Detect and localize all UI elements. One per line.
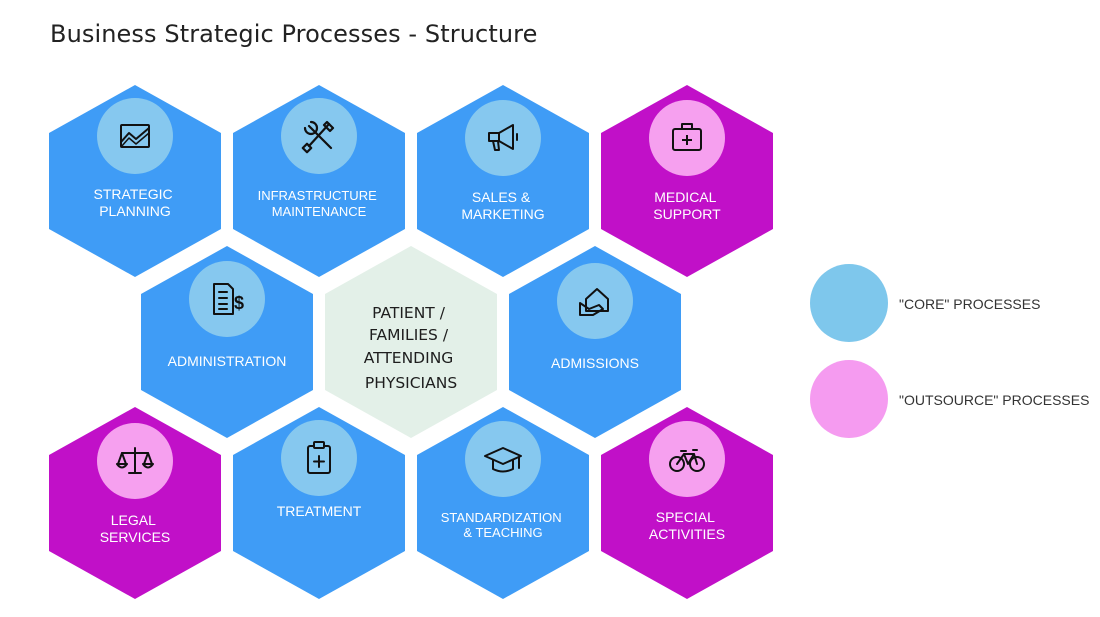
legend-label: "CORE" PROCESSES bbox=[899, 296, 1040, 312]
hex-legal-services[interactable]: LEGAL SERVICES bbox=[49, 407, 221, 599]
hex-administration[interactable]: $ ADMINISTRATION bbox=[141, 246, 313, 438]
hex-shape bbox=[233, 85, 405, 277]
center-label-line: FAMILIES / bbox=[369, 326, 449, 344]
hex-shape bbox=[141, 246, 313, 438]
hex-center-patient: PATIENT / FAMILIES / ATTENDING PHYSICIAN… bbox=[325, 246, 497, 438]
hex-label: STANDARDIZATION & TEACHING bbox=[441, 510, 565, 540]
hex-label-line: SUPPORT bbox=[653, 206, 721, 222]
svg-text:$: $ bbox=[234, 293, 244, 313]
legend-label: "OUTSOURCE" PROCESSES bbox=[899, 392, 1089, 408]
center-label-line: PHYSICIANS bbox=[365, 374, 457, 392]
hex-label-line: STANDARDIZATION bbox=[441, 510, 562, 525]
hex-label: INFRASTRUCTURE MAINTENANCE bbox=[258, 188, 381, 219]
hex-label: STRATEGIC PLANNING bbox=[94, 186, 177, 219]
legend-swatch-core bbox=[810, 264, 888, 342]
hex-admissions[interactable]: ADMISSIONS bbox=[509, 246, 681, 438]
tools-icon bbox=[301, 120, 335, 154]
hex-label-line: SALES & bbox=[472, 189, 531, 205]
megaphone-icon bbox=[488, 124, 518, 151]
hex-label: TREATMENT bbox=[277, 503, 362, 519]
hex-label-line: MEDICAL bbox=[654, 189, 716, 205]
hex-label-line: INFRASTRUCTURE bbox=[258, 188, 377, 203]
hex-label-line: ADMINISTRATION bbox=[168, 353, 287, 369]
icon-circle bbox=[97, 98, 173, 174]
icon-circle bbox=[465, 100, 541, 176]
center-label-line: PATIENT / bbox=[372, 304, 446, 322]
hex-label: SALES & MARKETING bbox=[461, 189, 544, 222]
hex-shape bbox=[417, 407, 589, 599]
hex-shape bbox=[49, 407, 221, 599]
legend-item-outsource: "OUTSOURCE" PROCESSES bbox=[810, 360, 1089, 438]
hex-shape bbox=[601, 407, 773, 599]
hex-label-line: PLANNING bbox=[99, 203, 171, 219]
hex-special-activities[interactable]: SPECIAL ACTIVITIES bbox=[601, 407, 773, 599]
scales-icon bbox=[116, 447, 154, 474]
hex-shape bbox=[509, 246, 681, 438]
center-hex-shape bbox=[325, 246, 497, 438]
hex-label-line: MAINTENANCE bbox=[272, 204, 367, 219]
hex-shape bbox=[233, 407, 405, 599]
bicycle-icon bbox=[669, 449, 705, 472]
legend: "CORE" PROCESSES "OUTSOURCE" PROCESSES bbox=[810, 264, 1089, 438]
hex-label-line: SERVICES bbox=[100, 529, 171, 545]
chart-icon bbox=[120, 124, 150, 148]
graduation-cap-icon bbox=[484, 447, 522, 473]
hex-shape bbox=[417, 85, 589, 277]
hex-standardization-teaching[interactable]: STANDARDIZATION & TEACHING bbox=[417, 407, 589, 599]
hex-shape bbox=[49, 85, 221, 277]
hex-medical-support[interactable]: MEDICAL SUPPORT bbox=[601, 85, 773, 277]
clipboard-icon bbox=[307, 441, 331, 474]
hex-label-line: SPECIAL bbox=[656, 509, 715, 525]
hex-label: SPECIAL ACTIVITIES bbox=[649, 509, 725, 542]
hex-treatment[interactable]: TREATMENT bbox=[233, 407, 405, 599]
icon-circle bbox=[557, 263, 633, 339]
center-label: PATIENT / FAMILIES / ATTENDING PHYSICIAN… bbox=[364, 304, 459, 392]
hex-label: ADMISSIONS bbox=[551, 355, 639, 371]
hex-label: MEDICAL SUPPORT bbox=[653, 189, 721, 222]
legend-item-core: "CORE" PROCESSES bbox=[810, 264, 1040, 342]
hex-shape bbox=[601, 85, 773, 277]
hex-label-line: LEGAL bbox=[111, 512, 156, 528]
invoice-icon: $ bbox=[213, 283, 244, 315]
hex-label-line: TREATMENT bbox=[277, 503, 362, 519]
house-hand-icon bbox=[579, 288, 609, 316]
center-label-line: ATTENDING bbox=[364, 349, 454, 367]
hex-label-line: STRATEGIC bbox=[94, 186, 173, 202]
page-title: Business Strategic Processes - Structure bbox=[50, 20, 538, 48]
hex-label-line: MARKETING bbox=[461, 206, 544, 222]
hex-infrastructure-maintenance[interactable]: INFRASTRUCTURE MAINTENANCE bbox=[233, 85, 405, 277]
hex-sales-marketing[interactable]: SALES & MARKETING bbox=[417, 85, 589, 277]
hex-label: LEGAL SERVICES bbox=[100, 512, 171, 545]
hex-label-line: ADMISSIONS bbox=[551, 355, 639, 371]
hex-label-line: ACTIVITIES bbox=[649, 526, 725, 542]
legend-swatch-outsource bbox=[810, 360, 888, 438]
icon-circle bbox=[465, 421, 541, 497]
hex-label: ADMINISTRATION bbox=[168, 353, 287, 369]
medical-kit-icon bbox=[672, 123, 702, 151]
hex-label-line: & TEACHING bbox=[463, 525, 542, 540]
hex-strategic-planning[interactable]: STRATEGIC PLANNING bbox=[49, 85, 221, 277]
